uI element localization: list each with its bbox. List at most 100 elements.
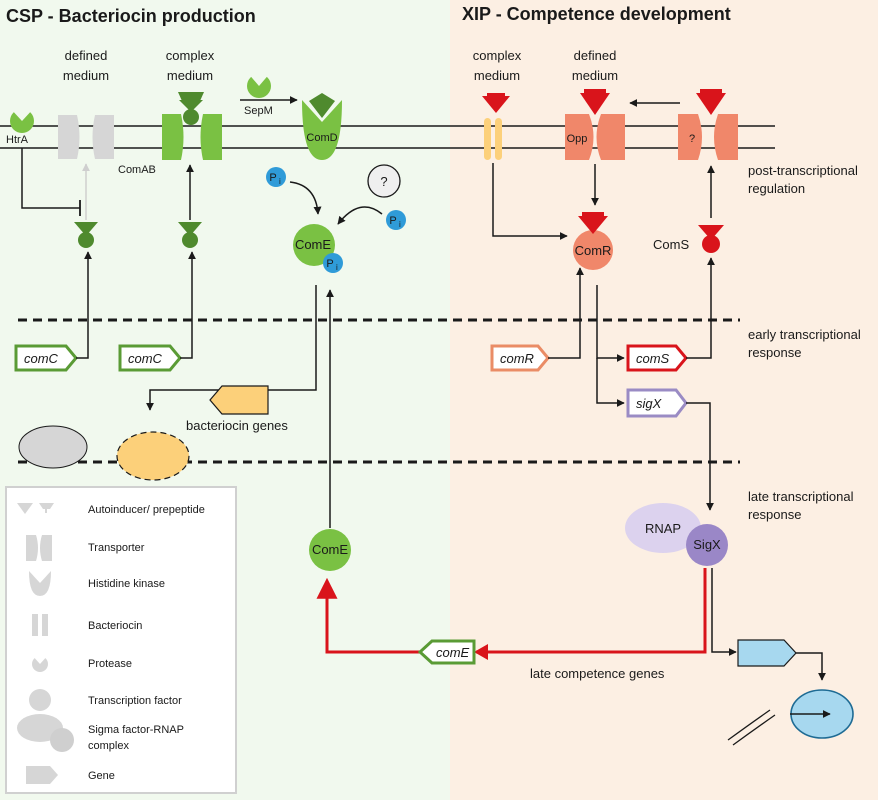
svg-text:medium: medium [474,68,520,83]
legend-label-sigma-rnap-line2: complex [88,740,129,752]
opp-transporter [565,89,625,160]
legend-label-gene: Gene [88,770,115,782]
svg-text:comS: comS [636,351,670,366]
phosphate-donor: P i [266,167,286,187]
come-phosphorylated: ComE P i [293,224,343,273]
defined-medium-label-right: defined medium [572,48,618,83]
phosphorylation-arrow-comd [289,181,322,215]
coms-gene: comS [626,344,688,372]
legend-label-bacteriocin: Bacteriocin [88,620,142,632]
comab-label: ComAB [118,164,156,176]
legend-icon-transporter [26,535,52,561]
svg-text:comE: comE [436,645,470,660]
legend-icon-histidine-kinase [29,571,51,596]
coms-label: ComS [653,237,689,252]
comc-prepeptide-defined [74,222,98,248]
svg-text:?: ? [380,174,387,189]
defined-medium-label: defined medium [63,48,109,83]
svg-text:comR: comR [500,351,534,366]
unknown-transporter [678,89,738,160]
arrow-sigx-expression [686,402,714,511]
rnap-sigx-complex [625,503,728,566]
sepm-label: SepM [244,105,273,117]
comr-label: ComR [575,243,612,258]
phosphate-unknown: P i [386,210,406,230]
svg-text:sigX: sigX [636,396,663,411]
complex-medium-label-right: complex medium [473,48,522,83]
csp-header: CSP - Bacteriocin production [6,6,256,26]
dna-uptake [727,689,854,746]
xip-header: XIP - Competence development [462,4,731,24]
gray-bacteriocin-ellipse [18,425,88,469]
come-transcription-factor: ComE [309,529,351,571]
bacteriocin-product [116,431,190,481]
legend-label-autoinducer: Autoinducer/ prepeptide [88,504,205,516]
complex-medium-transporter [482,93,510,160]
svg-text:defined: defined [574,48,617,63]
svg-text:i: i [279,177,281,186]
come-gene: comE [417,639,476,665]
comd-histidine-kinase [302,93,342,160]
svg-text:ComE: ComE [312,542,348,557]
comc-gene-1: comC [14,344,78,372]
legend: Autoinducer/ prepeptide Transporter Hist… [5,486,237,794]
legend-icon-sigma-rnap [17,714,74,752]
arrow-sigx-to-late-genes [711,568,737,656]
arrow-coms-expression [686,257,715,359]
comab-transporter [162,92,222,160]
svg-text:medium: medium [167,68,213,83]
legend-icon-gene [26,766,58,784]
svg-text:regulation: regulation [748,181,805,196]
arrow-comc2-expression [180,251,196,359]
sigx-gene: sigX [626,388,688,418]
svg-text:response: response [748,507,801,522]
svg-text:response: response [748,345,801,360]
htra-protease [10,108,34,133]
post-transcriptional-label: post-transcriptional regulation [748,163,858,196]
bacteriocin-gene [209,385,269,415]
arrow-comr-expression [548,267,584,359]
late-competence-gene [737,639,797,667]
arrow-comc1-expression [76,251,92,359]
red-pathway-sigx-to-come [476,568,707,654]
svg-text:early transcriptional: early transcriptional [748,327,861,342]
bacteriocin-genes-label: bacteriocin genes [186,418,288,433]
svg-text:comC: comC [128,351,163,366]
comc-gene-2: comC [118,344,182,372]
comr-transcription-factor [573,212,613,270]
legend-box [5,486,237,794]
htra-label: HtrA [6,134,29,146]
unknown-kinase: ? [367,164,401,198]
legend-label-transporter: Transporter [88,542,145,554]
legend-icon-bacteriocin [32,614,48,636]
legend-label-histidine-kinase: Histidine kinase [88,578,165,590]
opp-label: Opp [567,133,588,145]
complex-medium-label: complex medium [166,48,215,83]
svg-text:late transcriptional: late transcriptional [748,489,854,504]
arrow-complex-to-comr [492,163,568,240]
legend-icon-transcription-factor [29,689,51,711]
sigx-label: SigX [693,537,721,552]
comd-label: ComD [306,132,337,144]
legend-icon-protease [31,654,49,672]
svg-text:defined: defined [65,48,108,63]
late-transcriptional-label: late transcriptional response [748,489,854,522]
svg-text:ComE: ComE [295,237,331,252]
coms-peptide [698,225,724,253]
svg-text:i: i [399,220,401,229]
phosphate-label-left: P [269,172,276,184]
late-competence-genes-label: late competence genes [530,666,665,681]
legend-icon-autoinducer [17,503,54,514]
legend-label-transcription-factor: Transcription factor [88,695,182,707]
red-arrowhead-come [474,644,488,660]
arrow-late-genes-expression [796,652,826,681]
cell-membrane [0,125,775,149]
svg-text:medium: medium [63,68,109,83]
svg-text:post-transcriptional: post-transcriptional [748,163,858,178]
svg-text:comC: comC [24,351,59,366]
legend-label-sigma-rnap: Sigma factor-RNAP [88,724,184,736]
unknown-transporter-label: ? [689,133,695,145]
comc-prepeptide-complex [178,222,202,248]
